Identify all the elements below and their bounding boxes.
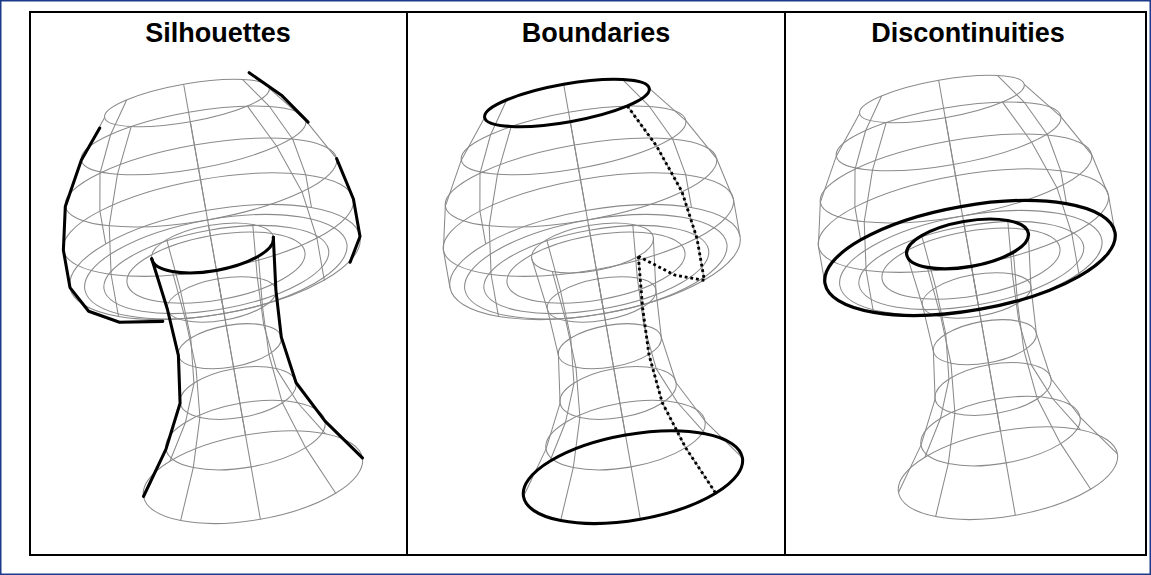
panel-title: Discontinuities [867,18,1069,49]
panel-title: Boundaries [518,18,675,49]
panel-title: Silhouettes [141,18,295,49]
